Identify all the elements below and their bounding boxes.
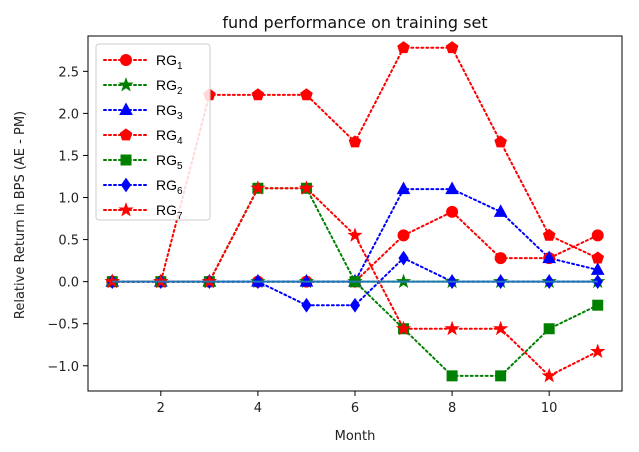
data-point-rg4 (494, 135, 507, 148)
data-point-rg3 (445, 181, 459, 195)
y-tick-label: 1.5 (58, 149, 79, 164)
data-point-rg7 (541, 367, 557, 383)
data-point-rg3 (396, 181, 411, 195)
legend-subscript: 1 (177, 61, 183, 72)
data-point-rg4 (300, 88, 313, 101)
data-point-rg7 (347, 227, 363, 242)
legend-marker-rg4 (119, 128, 133, 141)
legend-subscript: 6 (177, 186, 183, 197)
data-point-rg1 (446, 205, 459, 218)
data-point-rg5 (543, 323, 555, 335)
data-point-rg4 (445, 41, 459, 54)
legend-marker-rg1 (120, 54, 132, 66)
legend-subscript: 4 (177, 136, 183, 147)
y-tick-label: 2.5 (58, 65, 79, 80)
legend-label-rg6: RG6 (156, 177, 183, 197)
chart-title: fund performance on training set (222, 13, 487, 32)
legend-marker-rg2 (118, 76, 134, 92)
data-point-rg1 (397, 229, 410, 242)
data-point-rg3 (493, 204, 508, 217)
data-point-rg4 (251, 88, 265, 101)
y-tick-label: 2.0 (58, 107, 79, 122)
data-point-rg7 (444, 320, 460, 336)
x-tick-label: 8 (448, 401, 456, 416)
legend-marker-rg3 (119, 102, 133, 115)
data-point-rg7 (590, 343, 606, 358)
data-point-rg1 (591, 229, 604, 242)
data-point-rg3 (542, 250, 557, 264)
data-point-rg6 (301, 297, 312, 313)
y-tick-label: −1.0 (47, 360, 79, 375)
y-axis-label: Relative Return in BPS (AE - PM) (13, 111, 28, 319)
y-tick-label: 0.0 (58, 276, 79, 291)
legend-marker-rg7 (118, 201, 134, 217)
x-tick-label: 10 (541, 401, 558, 416)
data-point-rg4 (542, 228, 556, 241)
legend-label-rg2: RG2 (156, 77, 183, 97)
legend-subscript: 7 (177, 211, 183, 222)
data-point-rg7 (298, 180, 315, 195)
legend-label-rg4: RG4 (156, 127, 183, 147)
x-tick-label: 2 (157, 401, 165, 416)
data-point-rg4 (591, 251, 605, 264)
data-point-rg5 (592, 299, 604, 311)
x-axis-label: Month (335, 429, 376, 444)
legend-marker-rg6 (120, 177, 132, 193)
legend-label-rg5: RG5 (156, 152, 183, 172)
data-point-rg5 (446, 370, 458, 382)
series-line-rg1 (111, 210, 599, 283)
legend-subscript: 5 (177, 161, 183, 172)
y-tick-label: −0.5 (47, 318, 79, 333)
data-point-rg1 (494, 252, 507, 265)
legend-box (95, 43, 211, 221)
x-tick-label: 6 (351, 401, 359, 416)
data-point-rg7 (104, 273, 120, 289)
data-point-rg6 (398, 250, 409, 266)
legend-label-rg1: RG1 (156, 52, 183, 72)
data-point-rg7 (492, 320, 509, 336)
legend-subscript: 3 (177, 111, 183, 122)
data-point-rg5 (495, 370, 507, 382)
data-point-rg7 (250, 180, 266, 195)
data-point-rg7 (395, 320, 412, 336)
legend-label-rg3: RG3 (156, 102, 183, 122)
plot-area: 2 4 6 8 10 −1.0 −0.5 0.0 0.5 1.0 1.5 2.0 2.5 (47, 35, 623, 416)
y-tick-label: 0.5 (58, 234, 79, 249)
data-point-rg4 (348, 135, 362, 148)
x-tick-label: 4 (254, 401, 262, 416)
legend-subscript: 2 (177, 86, 183, 97)
y-tick-label: 1.0 (58, 192, 79, 207)
legend-label-rg7: RG7 (156, 202, 183, 222)
data-point-rg4 (397, 41, 410, 54)
data-point-rg6 (349, 297, 361, 313)
legend-marker-rg5 (120, 154, 132, 166)
